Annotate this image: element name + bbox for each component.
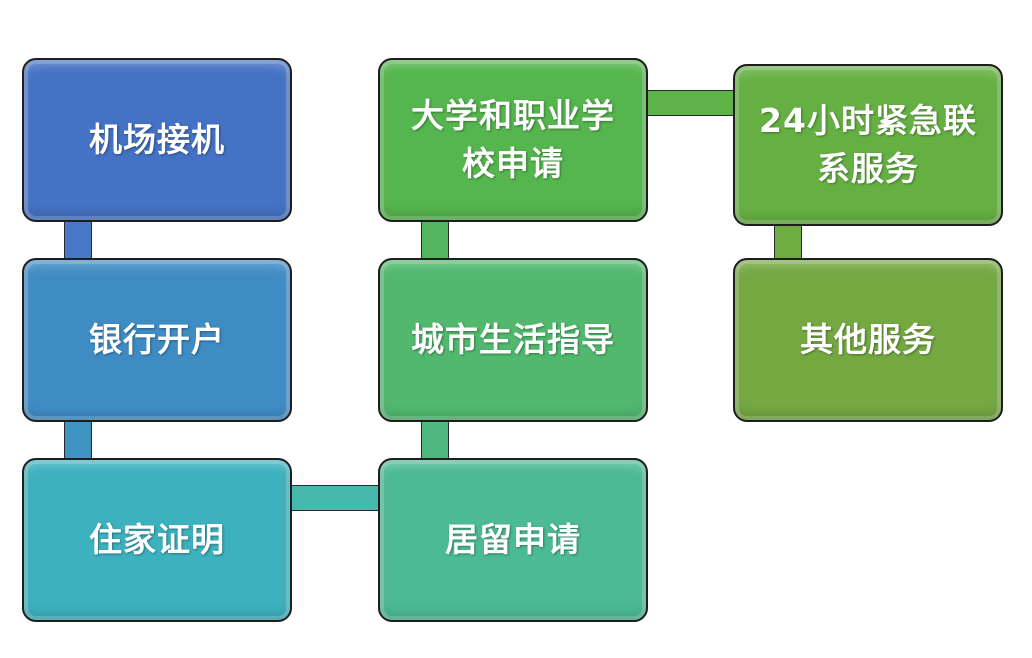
node-label: 城市生活指导: [411, 320, 615, 360]
node-label: 银行开户: [89, 320, 225, 360]
node-label: 居留申请: [445, 520, 581, 560]
node-bank-account: 银行开户: [22, 258, 292, 422]
node-airport-pickup: 机场接机: [22, 58, 292, 222]
node-label: 24小时紧急联系服务: [759, 101, 977, 188]
node-university-application: 大学和职业学校申请: [378, 58, 648, 222]
node-label: 机场接机: [89, 120, 225, 160]
connector-university-emergency: [642, 90, 742, 116]
node-city-life-guide: 城市生活指导: [378, 258, 648, 422]
node-label: 住家证明: [89, 520, 225, 560]
connector-residence-permit: [285, 485, 385, 511]
node-emergency-contact: 24小时紧急联系服务: [733, 64, 1003, 226]
node-residence-proof: 住家证明: [22, 458, 292, 622]
node-other-services: 其他服务: [733, 258, 1003, 422]
node-label: 其他服务: [800, 320, 936, 360]
node-residence-permit: 居留申请: [378, 458, 648, 622]
node-label: 大学和职业学校申请: [411, 96, 615, 183]
